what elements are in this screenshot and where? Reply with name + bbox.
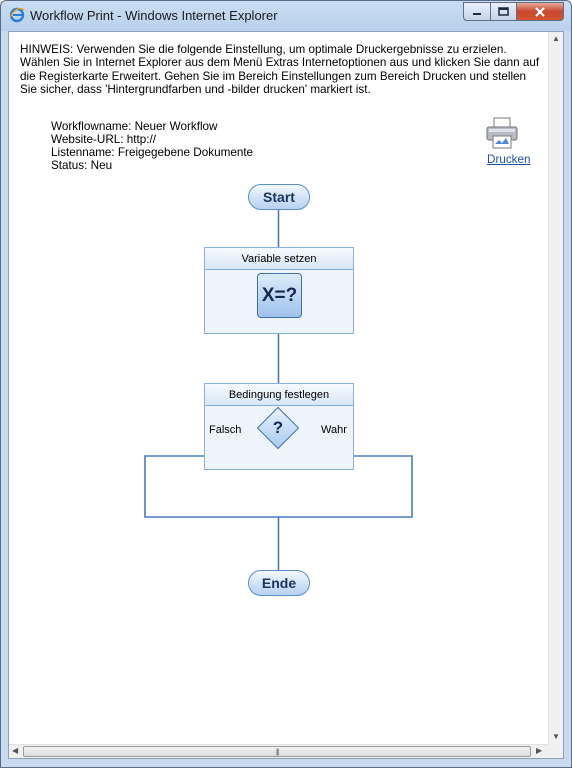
list-name: Listenname: Freigegebene Dokumente bbox=[51, 146, 254, 159]
page-viewport: HINWEIS: Verwenden Sie die folgende Eins… bbox=[8, 31, 564, 759]
print-link[interactable]: Drucken bbox=[487, 153, 531, 166]
start-node[interactable]: Start bbox=[248, 184, 310, 210]
scroll-corner bbox=[548, 744, 563, 758]
close-icon bbox=[535, 6, 545, 17]
activity-variable-setzen[interactable]: Variable setzen X=? bbox=[204, 247, 354, 334]
condition-icon: ? bbox=[272, 418, 284, 437]
scroll-right-icon[interactable]: ▶ bbox=[536, 746, 543, 755]
false-branch-label: Falsch bbox=[209, 424, 242, 436]
true-branch-label: Wahr bbox=[321, 424, 347, 436]
end-node[interactable]: Ende bbox=[248, 570, 310, 596]
minimize-icon bbox=[473, 12, 481, 15]
scroll-down-icon[interactable]: ▼ bbox=[552, 732, 560, 741]
print-notice: HINWEIS: Verwenden Sie die folgende Eins… bbox=[20, 43, 540, 96]
vertical-scrollbar[interactable]: ▲ ▼ bbox=[548, 32, 563, 744]
scroll-left-icon[interactable]: ◀ bbox=[12, 746, 19, 755]
activity-bedingung-festlegen[interactable]: Bedingung festlegen Falsch Wahr ? bbox=[204, 383, 354, 470]
window-title: Workflow Print - Windows Internet Explor… bbox=[30, 8, 278, 23]
ie-icon bbox=[9, 7, 25, 23]
page-content: HINWEIS: Verwenden Sie die folgende Eins… bbox=[9, 32, 548, 744]
maximize-button[interactable] bbox=[490, 2, 516, 21]
horizontal-scroll-thumb[interactable]: ||| bbox=[23, 746, 531, 757]
flow-connectors bbox=[144, 209, 413, 570]
horizontal-scrollbar[interactable]: ◀ ||| ▶ bbox=[9, 744, 548, 758]
website-url: Website-URL: http:// bbox=[51, 133, 157, 146]
workflow-name: Workflowname: Neuer Workflow bbox=[51, 120, 218, 133]
printer-icon[interactable] bbox=[484, 116, 520, 150]
maximize-icon bbox=[498, 7, 509, 16]
scroll-up-icon[interactable]: ▲ bbox=[552, 34, 560, 43]
close-button[interactable] bbox=[516, 2, 564, 21]
minimize-button[interactable] bbox=[463, 2, 490, 21]
workflow-status: Status: Neu bbox=[51, 159, 113, 172]
workflow-meta: Workflowname: Neuer Workflow Website-URL… bbox=[51, 120, 253, 172]
grip-icon: ||| bbox=[276, 749, 280, 756]
activity-title: Bedingung festlegen bbox=[205, 384, 353, 406]
variable-icon: X=? bbox=[261, 284, 298, 306]
title-bar[interactable]: Workflow Print - Windows Internet Explor… bbox=[1, 1, 571, 31]
activity-title: Variable setzen bbox=[205, 248, 353, 270]
